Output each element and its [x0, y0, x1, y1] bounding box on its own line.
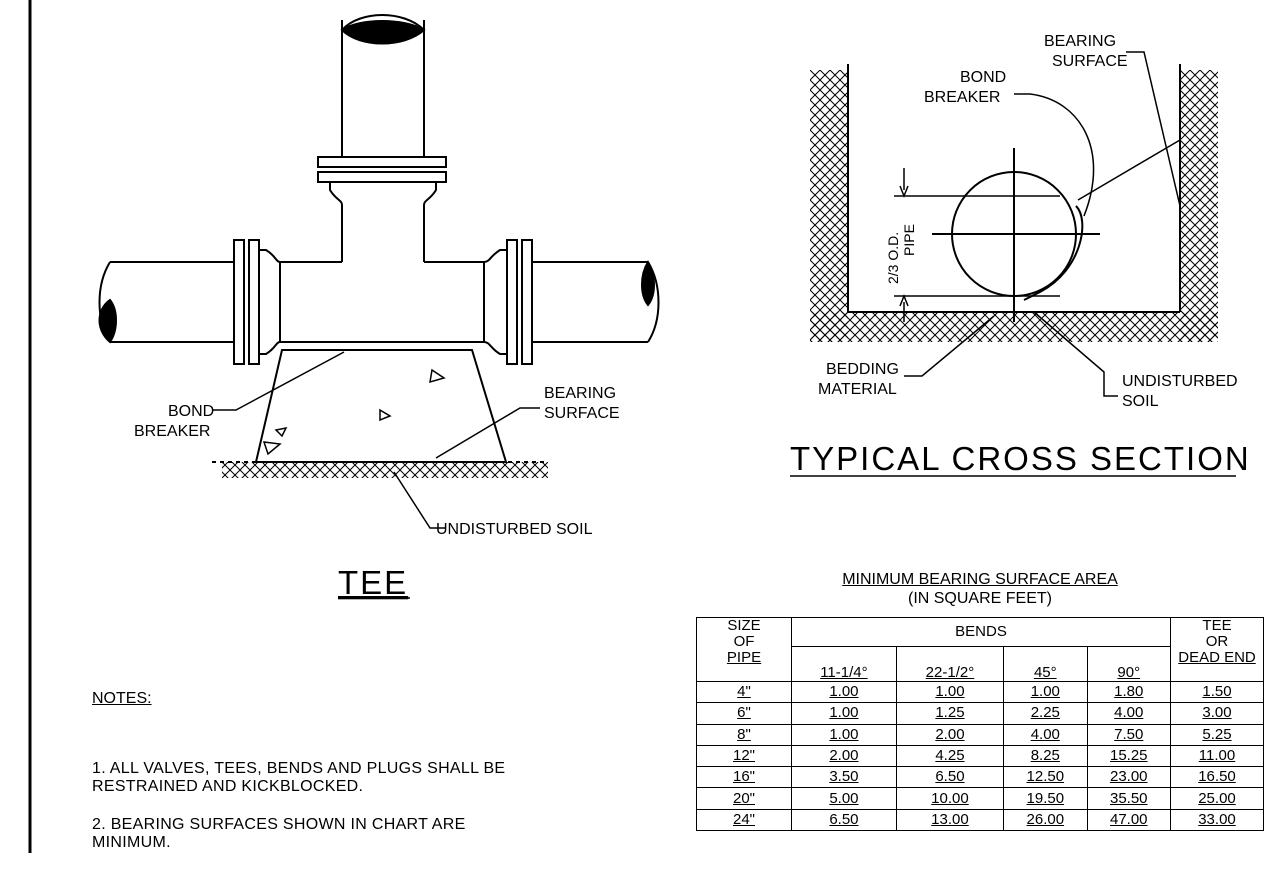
drawing-canvas: BOND BREAKER BEARING SURFACE UNDISTURBED… — [28, 0, 1251, 853]
area-cell: 6.50 — [895, 766, 1005, 789]
pipe-end-left — [98, 298, 117, 344]
xs-dimension-label-2: PIPE — [901, 224, 917, 256]
xs-bedding-material-label-1: BEDDING — [826, 361, 899, 378]
area-cell: 11.00 — [1170, 744, 1264, 768]
size-header-line-2: OF — [733, 633, 755, 650]
size-header-line-1: SIZE — [727, 617, 761, 634]
pipe-size-cell: 8" — [696, 723, 792, 746]
table-title-block: MINIMUM BEARING SURFACE AREA (IN SQUARE … — [770, 570, 1190, 608]
col-45: 45° — [1003, 646, 1088, 682]
xs-bedding-material-label-2: MATERIAL — [818, 381, 897, 398]
trench-hatch-left — [810, 70, 848, 342]
tee-header-line-1: TEE — [1202, 617, 1232, 634]
tee-bond-breaker-label-2: BREAKER — [134, 423, 210, 440]
area-cell: 1.00 — [1003, 680, 1088, 704]
area-cell: 1.00 — [791, 680, 897, 704]
area-cell: 1.00 — [791, 702, 897, 725]
bearing-area-table: SIZE OF PIPE BENDS TEE OR DEAD END 11-1/… — [696, 617, 1264, 832]
notes-block: NOTES: 1. ALL VALVES, TEES, BENDS AND PL… — [92, 690, 532, 872]
area-cell: 47.00 — [1086, 808, 1172, 832]
area-cell: 16.50 — [1170, 766, 1264, 789]
col-90: 90° — [1086, 646, 1172, 682]
area-cell: 25.00 — [1170, 787, 1264, 810]
area-cell: 4.00 — [1086, 702, 1172, 725]
area-cell: 6.50 — [791, 808, 897, 832]
bends-header: BENDS — [791, 617, 1171, 647]
area-cell: 5.25 — [1170, 723, 1264, 746]
area-cell: 4.00 — [1003, 723, 1088, 746]
pipe-size-cell: 16" — [696, 766, 792, 789]
area-cell: 1.25 — [895, 702, 1005, 725]
concrete-kickblock — [254, 349, 508, 463]
area-cell: 8.25 — [1003, 744, 1088, 768]
xs-bearing-surface-label-1: BEARING — [1044, 33, 1116, 50]
pipe-size-cell: 12" — [696, 744, 792, 768]
size-header: SIZE OF PIPE — [696, 617, 792, 682]
tee-bearing-surface-label-1: BEARING — [544, 385, 616, 402]
area-cell: 10.00 — [895, 787, 1005, 810]
area-cell: 2.00 — [895, 723, 1005, 746]
area-cell: 1.00 — [791, 723, 897, 746]
xs-bond-breaker-label-2: BREAKER — [924, 89, 1000, 106]
tee-header-line-2: OR — [1205, 633, 1229, 650]
area-cell: 1.00 — [895, 680, 1005, 704]
tee-header-line-3: DEAD END — [1178, 649, 1256, 666]
area-cell: 12.50 — [1003, 766, 1088, 789]
area-cell: 1.80 — [1086, 680, 1172, 704]
cross-section-drawing — [810, 51, 1218, 397]
pipe-size-cell: 4" — [696, 680, 792, 704]
table-title: MINIMUM BEARING SURFACE AREA — [842, 571, 1118, 588]
xs-dimension-label-1: 2/3 O.D. — [885, 232, 901, 284]
tee-title: TEE — [338, 564, 408, 601]
pipe-size-cell: 20" — [696, 787, 792, 810]
cross-section-title: TYPICAL CROSS SECTION — [790, 440, 1251, 477]
xs-undisturbed-soil-label-2: SOIL — [1122, 393, 1159, 410]
tee-drawing — [98, 14, 660, 529]
xs-undisturbed-soil-label-1: UNDISTURBED — [1122, 373, 1238, 390]
xs-bond-breaker-label-1: BOND — [960, 69, 1006, 86]
xs-dimension-label: 2/3 O.D. PIPE — [885, 224, 917, 284]
area-cell: 3.00 — [1170, 702, 1264, 725]
tee-undisturbed-soil-label: UNDISTURBED SOIL — [436, 521, 593, 538]
area-cell: 33.00 — [1170, 808, 1264, 832]
area-cell: 23.00 — [1086, 766, 1172, 789]
area-cell: 2.25 — [1003, 702, 1088, 725]
pipe-end-top — [340, 20, 426, 45]
area-cell: 35.50 — [1086, 787, 1172, 810]
size-header-line-3: PIPE — [726, 649, 762, 666]
note-item-2: 2. BEARING SURFACES SHOWN IN CHART ARE M… — [92, 816, 466, 851]
area-cell: 3.50 — [791, 766, 897, 789]
tee-header: TEE OR DEAD END — [1170, 617, 1264, 682]
xs-bearing-surface-label-2: SURFACE — [1052, 53, 1128, 70]
pipe-end-right — [641, 260, 655, 307]
notes-heading: NOTES: — [92, 690, 152, 707]
area-cell: 2.00 — [791, 744, 897, 768]
table-subtitle: (IN SQUARE FEET) — [907, 590, 1052, 607]
area-cell: 15.25 — [1086, 744, 1172, 768]
undisturbed-soil-hatch — [222, 462, 548, 478]
area-cell: 26.00 — [1003, 808, 1088, 832]
area-cell: 4.25 — [895, 744, 1005, 768]
trench-hatch-right — [1180, 70, 1218, 342]
pipe-size-cell: 6" — [696, 702, 792, 725]
area-cell: 19.50 — [1003, 787, 1088, 810]
pipe-size-cell: 24" — [696, 808, 792, 832]
col-22-1-2: 22-1/2° — [895, 646, 1005, 682]
tee-bond-breaker-label-1: BOND — [168, 403, 214, 420]
area-cell: 13.00 — [895, 808, 1005, 832]
tee-bearing-surface-label-2: SURFACE — [544, 405, 620, 422]
area-cell: 7.50 — [1086, 723, 1172, 746]
note-item-1: 1. ALL VALVES, TEES, BENDS AND PLUGS SHA… — [92, 760, 506, 795]
col-11-1-4: 11-1/4° — [791, 646, 897, 682]
area-cell: 5.00 — [791, 787, 897, 810]
area-cell: 1.50 — [1170, 680, 1264, 704]
